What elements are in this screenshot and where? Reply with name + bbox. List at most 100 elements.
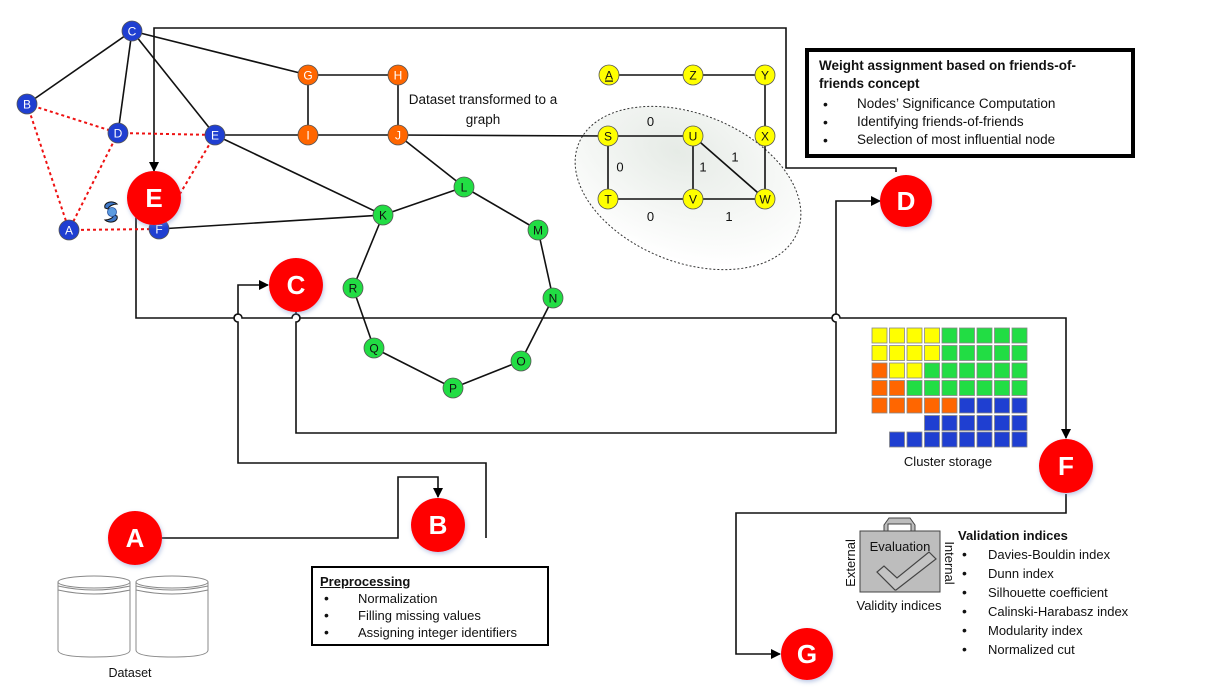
storage-cell-blue (959, 431, 975, 448)
graph-node-label: S (604, 130, 612, 144)
storage-cell-yellow (871, 327, 888, 344)
validity-indices-label: Validity indices (856, 598, 942, 613)
graph-node-label: H (394, 69, 403, 83)
graph-node-label: T (604, 193, 612, 207)
graph-node-p: P (442, 377, 464, 399)
graph-node-label: W (759, 193, 771, 207)
graph-node-z: Z (682, 64, 704, 86)
storage-cell-yellow (871, 345, 888, 361)
cursor-spinner-icon (103, 201, 119, 223)
graph-node-label: A (605, 69, 613, 83)
internal-label: Internal (942, 541, 957, 584)
flow-a-to-b (162, 476, 443, 539)
graph-node-label: G (303, 69, 312, 83)
storage-cell-orange (889, 397, 905, 414)
graph-node-t: T (597, 188, 619, 210)
flow-e-to-f (135, 182, 1071, 439)
graph-node-q: Q (363, 337, 385, 359)
storage-cell-green (976, 345, 993, 361)
edge-d1-e1 (117, 132, 216, 136)
preprocessing-item: Filling missing values (320, 607, 540, 624)
storage-cell-green (959, 345, 975, 361)
validation-item: Davies-Bouldin index (958, 545, 1158, 564)
validation-item: Dunn index (958, 564, 1158, 583)
storage-cell-blue (889, 431, 905, 448)
storage-cell-orange (871, 397, 888, 414)
checkmark-icon (876, 551, 937, 591)
edge-l-m (463, 186, 539, 231)
storage-cell-green (994, 327, 1010, 344)
edge-b1-d1 (26, 103, 119, 134)
step-marker-label: C (287, 270, 306, 300)
graph-node-label: X (761, 130, 769, 144)
graph-node-j: J (387, 124, 409, 146)
storage-cell-yellow (906, 362, 923, 379)
edge-r-k (352, 214, 384, 289)
graph-node-label: Q (369, 342, 378, 356)
storage-cell-green (941, 362, 958, 379)
edge-c1-b1 (26, 30, 133, 105)
graph-node-d1: D (107, 122, 129, 144)
storage-cell-green (1011, 380, 1028, 396)
graph-node-c1: C (121, 20, 143, 42)
edge-weight-label: 0 (647, 209, 654, 224)
graph-node-label: C (128, 25, 137, 39)
graph-node-w: W (754, 188, 776, 210)
storage-cell-yellow (906, 345, 923, 361)
step-marker-label: G (797, 639, 817, 669)
step-marker-a: A (108, 511, 162, 565)
storage-cell-green (1011, 362, 1028, 379)
edge-u-w (692, 135, 766, 200)
storage-cell-green (906, 380, 923, 396)
graph-node-s: S (597, 125, 619, 147)
storage-cell-green (924, 362, 940, 379)
flow-f-to-g (735, 494, 1067, 659)
dataset-cylinder (135, 575, 209, 658)
step-marker-c: C (269, 258, 323, 312)
dataset-caption: Dataset (108, 666, 152, 680)
graph-node-label: K (379, 209, 387, 223)
storage-cell-yellow (906, 327, 923, 344)
edge-n-o (520, 297, 554, 362)
weight-box-item: Identifying friends-of-friends (819, 113, 1121, 131)
graph-node-label: J (395, 129, 401, 143)
cluster-storage-grid (871, 327, 1028, 448)
storage-cell-green (959, 380, 975, 396)
graph-node-a2: A (598, 64, 620, 86)
storage-cell-blue (906, 431, 923, 448)
storage-cell-blue (994, 415, 1010, 431)
graph-node-label: V (689, 193, 697, 207)
graph-node-label: B (23, 98, 31, 112)
edge-b1-a1 (26, 103, 70, 231)
storage-cell-green (959, 327, 975, 344)
graph-node-n: N (542, 287, 564, 309)
edge-weight-label: 0 (616, 160, 623, 175)
evaluation-label: Evaluation (870, 539, 931, 554)
graph-node-l: L (453, 176, 475, 198)
storage-cell-blue (924, 415, 940, 431)
edge-c1-e1 (131, 30, 216, 136)
storage-cell-green (994, 362, 1010, 379)
step-marker-b: B (411, 498, 465, 552)
flow-d-to-e (149, 27, 897, 172)
storage-cell-blue (959, 415, 975, 431)
edge-weight-label: 1 (699, 160, 706, 175)
storage-cell-blue (976, 415, 993, 431)
edge-a1-f1 (68, 228, 160, 231)
graph-node-x: X (754, 125, 776, 147)
storage-cell-yellow (924, 345, 940, 361)
storage-cell-green (994, 380, 1010, 396)
validation-item: Silhouette coefficient (958, 583, 1158, 602)
step-marker-label: D (897, 186, 916, 216)
graph-node-a1: A (58, 219, 80, 241)
graph-node-label: Y (761, 69, 769, 83)
storage-cell-blue (1011, 415, 1028, 431)
graph-node-label: N (549, 292, 558, 306)
graph-node-label: I (306, 129, 309, 143)
graph-node-label: P (449, 382, 457, 396)
storage-cell-yellow (889, 327, 905, 344)
graph-node-h: H (387, 64, 409, 86)
